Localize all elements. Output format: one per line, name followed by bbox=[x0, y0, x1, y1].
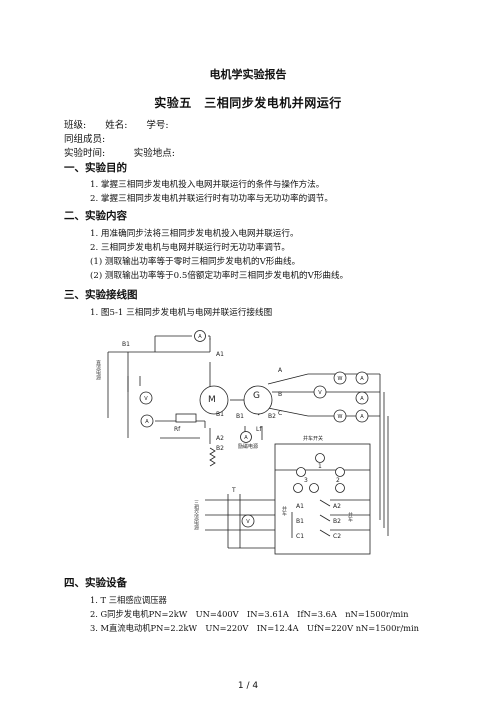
section-wiring-title: 三、实验接线图 bbox=[64, 289, 138, 301]
info-group-members: 同组成员: bbox=[64, 134, 106, 145]
wattmeter-icon bbox=[333, 409, 347, 423]
label-motor: M bbox=[208, 395, 216, 405]
label-generator: G bbox=[253, 391, 260, 401]
svg-text:A: A bbox=[145, 419, 149, 425]
svg-text:W: W bbox=[338, 414, 343, 420]
lamp-icon bbox=[335, 483, 345, 493]
label-a1: A1 bbox=[216, 351, 224, 358]
voltmeter-icon bbox=[241, 514, 255, 528]
section-equipment-title: 四、实验设备 bbox=[64, 577, 127, 589]
resistor-icon bbox=[175, 413, 197, 423]
svg-text:V: V bbox=[246, 519, 250, 525]
label-ac-source: 三相交流电源 bbox=[193, 500, 199, 531]
svg-text:A: A bbox=[360, 414, 364, 420]
lamp-icon bbox=[293, 483, 303, 493]
label-a2: A2 bbox=[216, 435, 224, 442]
page-number: 1 / 4 bbox=[237, 681, 259, 691]
content-item: 1. 用准确同步法将三相同步发电机投入电网并联运行。 bbox=[90, 229, 299, 239]
label-b2-lower: B2 bbox=[216, 445, 224, 452]
ammeter-icon bbox=[355, 371, 369, 385]
equipment-item: 2. G同步发电机PN=2kW UN=400V IN=3.61A IfN=3.6… bbox=[90, 609, 409, 619]
content-item: (2) 测取输出功率等于0.5倍额定功率时三相同步发电机的V形曲线。 bbox=[90, 271, 349, 281]
svg-text:A: A bbox=[198, 334, 202, 340]
ammeter-icon bbox=[240, 431, 252, 443]
label-excitation-source: 励磁电源 bbox=[238, 443, 258, 450]
ammeter-icon bbox=[355, 391, 369, 405]
label-rf: Rf bbox=[174, 426, 181, 433]
lamp-icon bbox=[309, 483, 319, 493]
section-content-title: 二、实验内容 bbox=[64, 210, 127, 222]
label-lamp-3: 3 bbox=[304, 477, 308, 484]
label-b1-lower: B1 bbox=[216, 411, 224, 418]
purpose-item: 1. 掌握三相同步发电机投入电网并联运行的条件与操作方法。 bbox=[90, 180, 325, 190]
label-phase-c: C bbox=[278, 410, 282, 417]
svg-text:A: A bbox=[360, 396, 364, 402]
label-lf: Lf bbox=[256, 426, 262, 433]
label-switch-b2: B2 bbox=[333, 518, 341, 525]
section-purpose-title: 一、实验目的 bbox=[64, 162, 127, 174]
label-switch-a1: A1 bbox=[296, 503, 304, 510]
content-item: 2. 三相同步发电机与电网并联运行时无功功率调节。 bbox=[90, 243, 290, 253]
lamp-icon bbox=[315, 453, 325, 463]
label-switch-c1: C1 bbox=[296, 533, 304, 540]
label-switch-c2: C2 bbox=[333, 533, 341, 540]
document-title: 电机学实验报告 bbox=[209, 68, 287, 81]
lamp-icon bbox=[335, 467, 345, 477]
experiment-subtitle: 实验五 三相同步发电机并网运行 bbox=[154, 96, 342, 110]
label-b1: B1 bbox=[122, 341, 130, 348]
label-phase-a: A bbox=[278, 367, 283, 374]
info-class-name-id: 班级: 姓名: 学号: bbox=[64, 120, 169, 131]
label-b2-exc: B2 bbox=[268, 413, 276, 420]
label-t: T bbox=[231, 487, 236, 494]
label-sync-left: 并车 bbox=[281, 505, 287, 517]
info-time-place: 实验时间: 实验地点: bbox=[64, 148, 175, 159]
purpose-item: 2. 掌握三相同步发电机并联运行时有功功率与无功功率的调节。 bbox=[90, 194, 333, 204]
ammeter-icon bbox=[140, 414, 154, 428]
svg-text:V: V bbox=[318, 390, 322, 396]
label-phase-b: B bbox=[278, 391, 282, 398]
content-item: (1) 测取输出功率等于零时三相同步发电机的V形曲线。 bbox=[90, 257, 301, 267]
motor-icon bbox=[199, 385, 229, 415]
label-lamp-2: 2 bbox=[336, 477, 340, 484]
label-b1-exc: B1 bbox=[236, 413, 244, 420]
equipment-item: 3. M直流电动机PN=2.2kW UN=220V IN=12.4A UfN=2… bbox=[90, 623, 419, 633]
label-sync-right: 并车 bbox=[347, 511, 353, 523]
svg-text:V: V bbox=[144, 396, 148, 402]
label-dc-source: 直流电源 bbox=[95, 359, 101, 381]
svg-text:A: A bbox=[244, 435, 248, 441]
voltmeter-icon bbox=[139, 391, 153, 405]
wiring-item: 1. 图5-1 三相同步发电机与电网并联运行接线图 bbox=[90, 308, 273, 318]
label-switch-a2: A2 bbox=[333, 503, 341, 510]
lamp-icon bbox=[296, 467, 306, 477]
voltmeter-icon bbox=[313, 385, 327, 399]
wattmeter-icon bbox=[333, 371, 347, 385]
generator-icon bbox=[243, 385, 273, 415]
equipment-item: 1. T 三相感应调压器 bbox=[90, 595, 167, 605]
ammeter-icon bbox=[194, 330, 206, 342]
label-switch-b1: B1 bbox=[296, 518, 304, 525]
label-sync-switch: 并车开关 bbox=[303, 435, 323, 442]
label-lamp-1: 1 bbox=[318, 463, 322, 470]
svg-text:W: W bbox=[338, 376, 343, 382]
ammeter-icon bbox=[355, 409, 369, 423]
svg-text:A: A bbox=[360, 376, 364, 382]
